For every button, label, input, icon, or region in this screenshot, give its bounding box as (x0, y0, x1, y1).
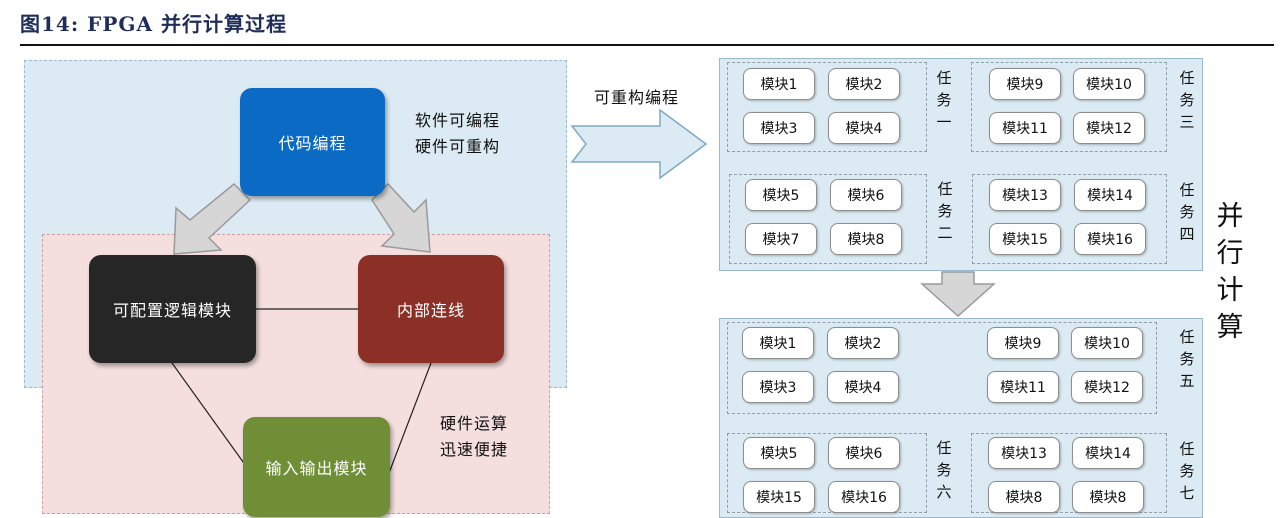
module-box: 模块1 (742, 327, 814, 359)
reconfigure-arrow (570, 108, 708, 180)
group-box (727, 322, 1157, 414)
task-label: 任务五 (1179, 328, 1195, 390)
note-software-line: 硬件可重构 (415, 137, 501, 156)
module-box: 模块12 (1071, 371, 1143, 403)
code-programming-node: 代码编程 (240, 88, 385, 196)
note-hardware-line: 迅速便捷 (440, 440, 509, 459)
module-box: 模块14 (1074, 179, 1146, 211)
module-box: 模块10 (1073, 68, 1145, 100)
arrow-label: 可重构编程 (594, 88, 680, 107)
module-box: 模块13 (989, 179, 1061, 211)
module-box: 模块6 (828, 437, 900, 469)
module-box: 模块2 (827, 327, 899, 359)
task-label: 任务六 (936, 439, 952, 501)
note-hardware: 硬件运算 迅速便捷 (440, 411, 508, 463)
module-box: 模块13 (988, 437, 1060, 469)
note-hardware-line: 硬件运算 (440, 414, 509, 433)
module-box: 模块11 (987, 371, 1059, 403)
interconnect-node: 内部连线 (358, 255, 504, 363)
module-box: 模块3 (742, 371, 814, 403)
module-box: 模块11 (989, 112, 1061, 144)
module-box: 模块9 (987, 327, 1059, 359)
group-box (972, 174, 1167, 264)
parallel-computing-label: 并行计算 (1216, 201, 1244, 343)
module-box: 模块6 (830, 179, 902, 211)
module-box: 模块5 (745, 179, 817, 211)
arrow-to-clb (173, 182, 252, 255)
module-box: 模块4 (828, 112, 900, 144)
module-box: 模块9 (989, 68, 1061, 100)
task-label: 任务二 (937, 180, 953, 242)
task-label: 任务四 (1179, 181, 1195, 243)
io-module-node: 输入输出模块 (243, 417, 390, 517)
module-box: 模块3 (743, 112, 815, 144)
down-arrow (920, 271, 996, 318)
task-label: 任务三 (1179, 69, 1195, 131)
figure-title: 图14: FPGA 并行计算过程 (20, 12, 287, 36)
note-software: 软件可编程 硬件可重构 (415, 108, 500, 160)
group-box (727, 62, 927, 152)
module-box: 模块1 (743, 68, 815, 100)
module-box: 模块8 (1072, 481, 1144, 513)
configurable-logic-node: 可配置逻辑模块 (89, 255, 256, 363)
module-box: 模块5 (743, 437, 815, 469)
left-connectors (171, 108, 996, 474)
module-box: 模块10 (1071, 327, 1143, 359)
module-box: 模块14 (1072, 437, 1144, 469)
task-label: 任务七 (1179, 440, 1195, 502)
module-box: 模块4 (827, 371, 899, 403)
module-box: 模块15 (989, 223, 1061, 255)
module-box: 模块16 (828, 481, 900, 513)
module-box: 模块2 (828, 68, 900, 100)
group-box (971, 62, 1167, 152)
module-box: 模块16 (1074, 223, 1146, 255)
note-software-line: 软件可编程 (415, 111, 501, 130)
module-box: 模块8 (830, 223, 902, 255)
title-underline (20, 44, 1274, 46)
module-box: 模块12 (1073, 112, 1145, 144)
arrow-to-wire (371, 182, 431, 253)
module-box: 模块7 (745, 223, 817, 255)
group-box (729, 174, 927, 264)
task-label: 任务一 (936, 69, 952, 131)
module-box: 模块15 (743, 481, 815, 513)
module-box: 模块8 (988, 481, 1060, 513)
